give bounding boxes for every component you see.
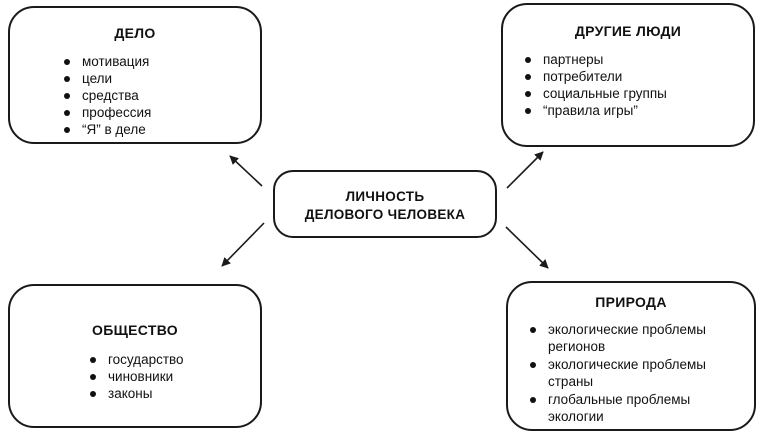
list-item: социальные группы — [523, 85, 667, 102]
society-box: ОБЩЕСТВО государство чиновники законы — [8, 284, 262, 428]
list-item-line: экологические проблемы — [548, 357, 706, 372]
delo-list: мотивация цели средства профессия “Я” в … — [62, 53, 151, 138]
list-item: мотивация — [62, 53, 151, 70]
list-item: профессия — [62, 104, 151, 121]
list-item: глобальные проблемы экологии — [528, 391, 706, 425]
other-people-box: ДРУГИЕ ЛЮДИ партнеры потребители социаль… — [501, 3, 755, 147]
arrow-to-people — [506, 151, 544, 189]
nature-list: экологические проблемы регионов экологич… — [528, 321, 706, 426]
center-title: ЛИЧНОСТЬ ДЕЛОВОГО ЧЕЛОВЕКА — [275, 188, 495, 224]
arrow-to-nature — [505, 226, 549, 269]
list-item: цели — [62, 70, 151, 87]
list-item-line: глобальные проблемы — [548, 392, 691, 407]
other-people-list: партнеры потребители социальные группы “… — [523, 51, 667, 119]
list-item: законы — [88, 385, 184, 402]
list-item-line: экологические проблемы — [548, 322, 706, 337]
list-item: экологические проблемы страны — [528, 356, 706, 390]
nature-title: ПРИРОДА — [595, 294, 667, 310]
society-list: государство чиновники законы — [88, 351, 184, 402]
delo-box: ДЕЛО мотивация цели средства профессия “… — [8, 6, 262, 144]
list-item: “Я” в деле — [62, 121, 151, 138]
center-title-line1: ЛИЧНОСТЬ — [345, 189, 425, 204]
list-item: экологические проблемы регионов — [528, 321, 706, 355]
list-item: “правила игры” — [523, 102, 667, 119]
list-item: партнеры — [523, 51, 667, 68]
list-item: потребители — [523, 68, 667, 85]
center-title-line2: ДЕЛОВОГО ЧЕЛОВЕКА — [304, 207, 466, 222]
arrow-to-society — [221, 222, 265, 267]
list-item: средства — [62, 87, 151, 104]
list-item-line: страны — [548, 374, 594, 389]
society-title: ОБЩЕСТВО — [92, 322, 178, 338]
list-item: государство — [88, 351, 184, 368]
other-people-title: ДРУГИЕ ЛЮДИ — [574, 23, 682, 39]
center-box: ЛИЧНОСТЬ ДЕЛОВОГО ЧЕЛОВЕКА — [273, 170, 497, 238]
arrow-to-delo — [229, 155, 263, 187]
list-item-line: регионов — [548, 339, 606, 354]
list-item-line: экологии — [548, 409, 604, 424]
nature-box: ПРИРОДА экологические проблемы регионов … — [506, 281, 756, 431]
delo-title: ДЕЛО — [114, 25, 156, 41]
list-item: чиновники — [88, 368, 184, 385]
